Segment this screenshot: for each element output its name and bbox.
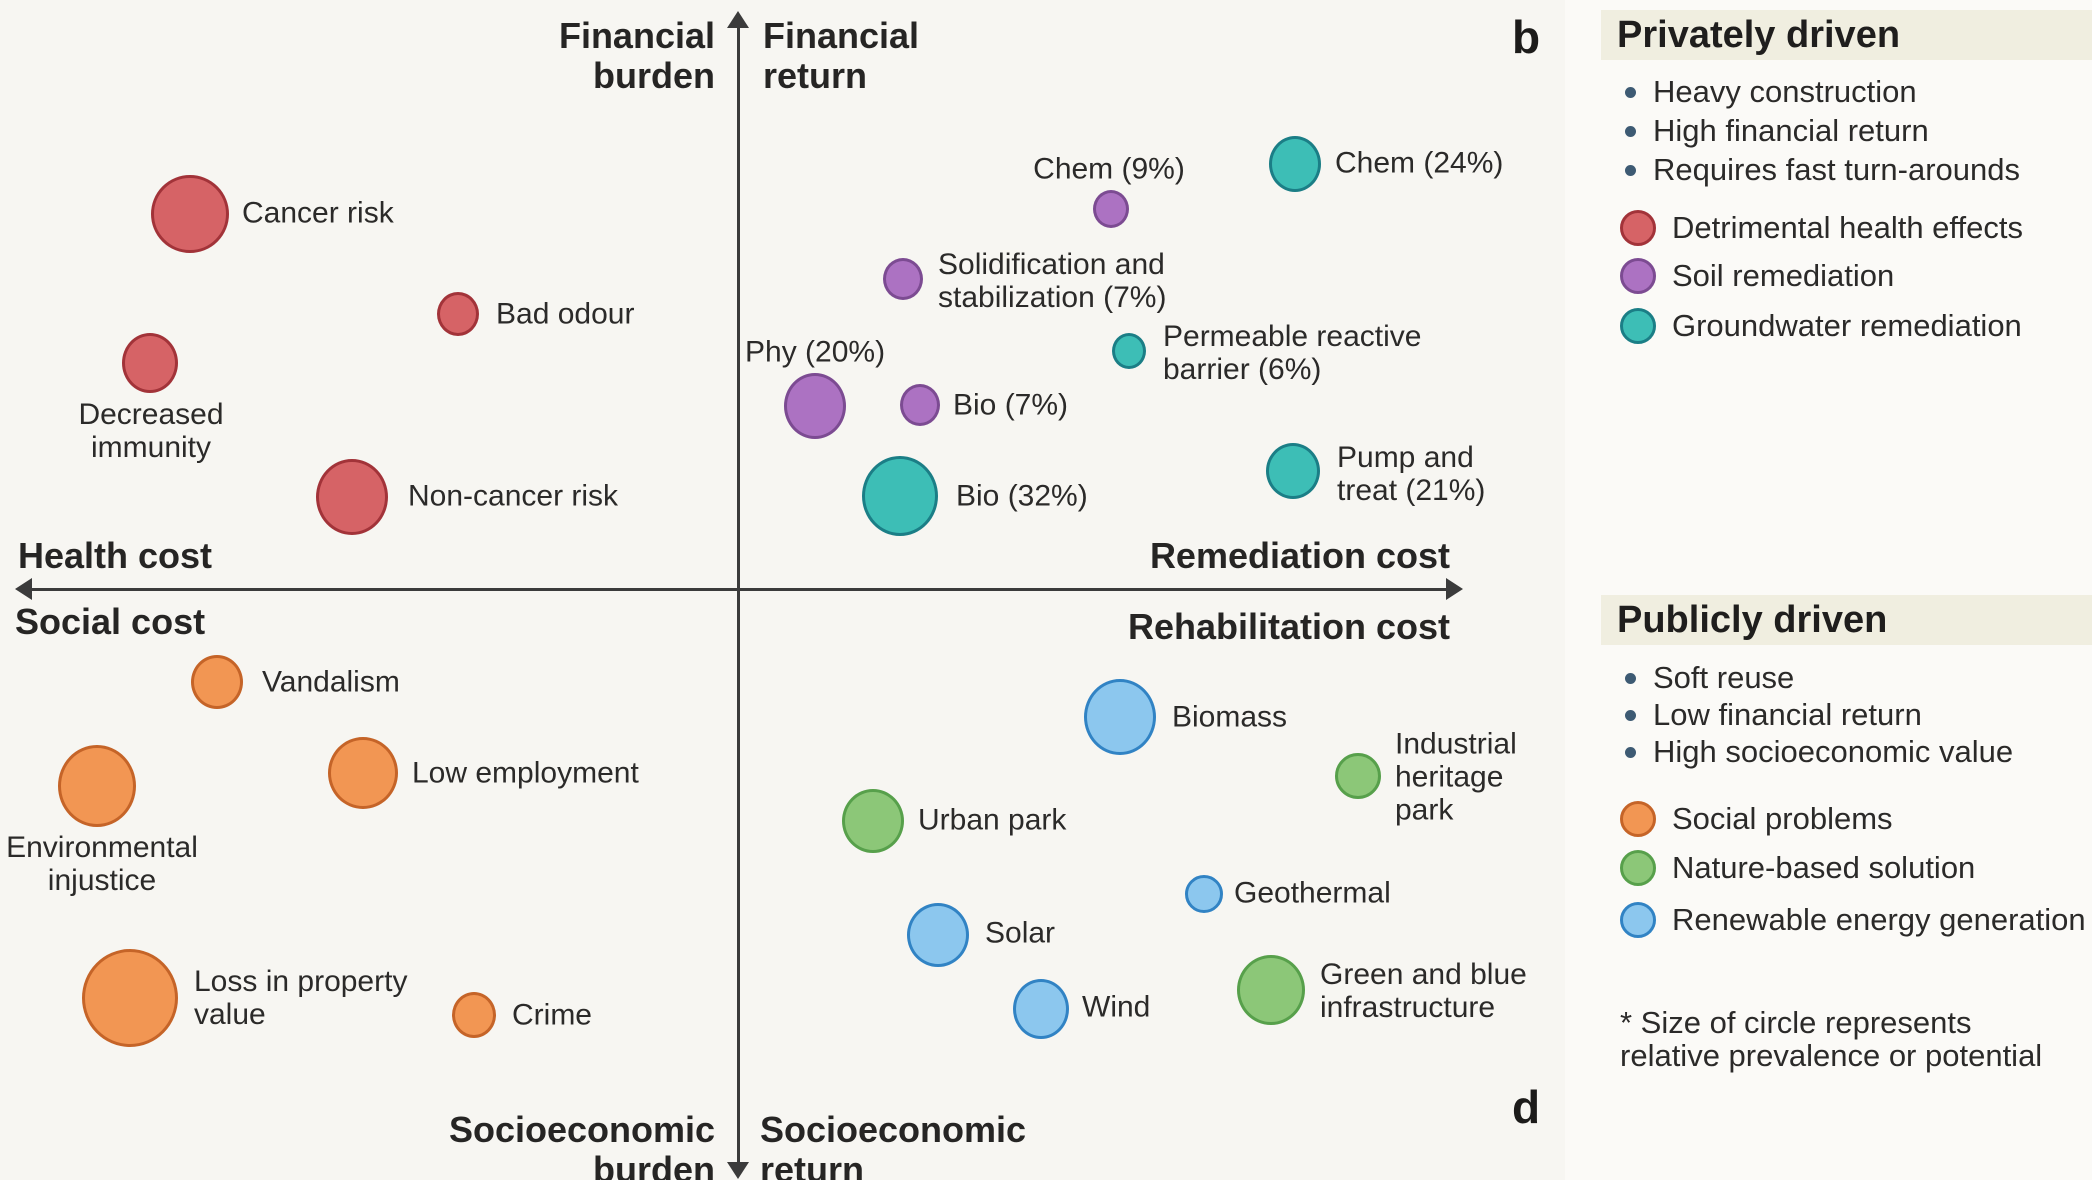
publicly-driven-header-band: Publicly driven — [1601, 595, 2092, 645]
bubble-label-biomass: Biomass — [1172, 700, 1288, 734]
bubble-solar — [907, 903, 969, 967]
axis-label-rehabilitation-cost: Rehabilitation cost — [1127, 606, 1450, 647]
bubble-geothermal — [1185, 875, 1223, 913]
bullet-heavy-construction: Heavy construction — [1625, 74, 1917, 109]
bubble-label-solar: Solar — [985, 916, 1056, 950]
bubble-biomass — [1084, 679, 1156, 755]
bubble-green-blue-infrastructure — [1237, 955, 1305, 1025]
axis-label-social-cost: Social cost — [15, 601, 206, 642]
bullet-requires-fast-turn-arounds: Requires fast turn-arounds — [1625, 152, 2020, 187]
bullet-dot-icon — [1625, 164, 1636, 176]
bubble-industrial-heritage-park — [1335, 753, 1381, 799]
privately-driven-header-band: Privately driven — [1601, 10, 2092, 60]
bubble-label-geothermal: Geothermal — [1234, 876, 1391, 910]
legend-item-soil-remediation: Soil remediation — [1620, 256, 1894, 296]
bubble-loss-in-property-value — [82, 949, 178, 1047]
bubble-pump-and-treat-21 — [1266, 443, 1320, 499]
bubble-label-chem-24: Chem (24%) — [1335, 146, 1504, 180]
axis-arrow-right-icon — [1446, 578, 1463, 600]
axis-arrow-down-icon — [727, 1162, 749, 1179]
nature-category-swatch-icon — [1620, 850, 1656, 886]
bubble-solidification-stabilization-7 — [883, 258, 923, 300]
legend-item-renewable-energy-generation: Renewable energy generation — [1620, 900, 2086, 940]
bullet-dot-icon — [1625, 125, 1636, 137]
axis-label-health-cost: Health cost — [18, 535, 213, 576]
axis-arrow-up-icon — [727, 11, 749, 28]
bubble-bad-odour — [437, 292, 479, 336]
bubble-wind — [1013, 979, 1069, 1039]
bubble-permeable-reactive-barrier-6 — [1112, 333, 1146, 369]
bubble-label-cancer-risk: Cancer risk — [242, 196, 394, 230]
bubble-label-wind: Wind — [1082, 990, 1151, 1024]
bubble-label-chem-9: Chem (9%) — [1033, 152, 1185, 186]
bubble-label-bio-7: Bio (7%) — [953, 388, 1069, 422]
horizontal-axis-line — [30, 588, 1447, 591]
bubble-label-bio-32: Bio (32%) — [956, 479, 1088, 513]
legend-item-nature-based-solution: Nature-based solution — [1620, 848, 1975, 888]
bullet-dot-icon — [1625, 672, 1636, 684]
soil-category-swatch-icon — [1620, 258, 1656, 294]
bubble-vandalism — [191, 655, 243, 709]
bullet-high-socioeconomic-value: High socioeconomic value — [1625, 734, 2013, 769]
bubble-chem-24 — [1269, 136, 1321, 192]
subfigure-letter-b: b — [1512, 11, 1541, 63]
bullet-dot-icon — [1625, 746, 1636, 758]
health-category-swatch-icon — [1620, 210, 1656, 246]
bubble-decreased-immunity — [122, 333, 178, 393]
bullet-dot-icon — [1625, 86, 1636, 98]
legend-panel: Privately driven Heavy construction High… — [1565, 0, 2092, 1180]
bullet-high-financial-return: High financial return — [1625, 113, 1929, 148]
bubble-phy-20 — [784, 373, 846, 439]
bullet-low-financial-return: Low financial return — [1625, 697, 1922, 732]
bubble-label-non-cancer-risk: Non-cancer risk — [408, 479, 619, 513]
legend-item-social-problems: Social problems — [1620, 799, 1893, 839]
privately-driven-header: Privately driven — [1617, 14, 1901, 56]
legend-item-detrimental-health-effects: Detrimental health effects — [1620, 208, 2023, 248]
bubble-urban-park — [842, 789, 904, 853]
bubble-cancer-risk — [151, 175, 229, 253]
bubble-label-bad-odour: Bad odour — [496, 297, 635, 331]
axis-label-remediation-cost: Remediation cost — [1149, 535, 1450, 576]
vertical-axis-line — [737, 26, 740, 1164]
social-category-swatch-icon — [1620, 801, 1656, 837]
subfigure-letter-d: d — [1512, 1081, 1541, 1133]
bubble-non-cancer-risk — [316, 459, 388, 535]
bubble-label-crime: Crime — [512, 998, 592, 1032]
bubble-label-vandalism: Vandalism — [262, 665, 400, 699]
bubble-bio-7 — [900, 384, 940, 426]
bubble-label-low-employment: Low employment — [412, 756, 639, 790]
axis-arrow-left-icon — [15, 578, 32, 600]
bubble-low-employment — [328, 737, 398, 809]
legend-item-groundwater-remediation: Groundwater remediation — [1620, 306, 2022, 346]
bullet-soft-reuse: Soft reuse — [1625, 660, 1794, 695]
publicly-driven-header: Publicly driven — [1617, 599, 1888, 641]
bubble-bio-32 — [862, 456, 938, 536]
bubble-label-phy-20: Phy (20%) — [745, 335, 886, 369]
renewable-category-swatch-icon — [1620, 902, 1656, 938]
bubble-environmental-injustice — [58, 745, 136, 827]
bubble-chem-9 — [1093, 190, 1129, 228]
bubble-label-urban-park: Urban park — [918, 803, 1067, 837]
bullet-dot-icon — [1625, 709, 1636, 721]
bubble-crime — [452, 992, 496, 1038]
groundwater-category-swatch-icon — [1620, 308, 1656, 344]
